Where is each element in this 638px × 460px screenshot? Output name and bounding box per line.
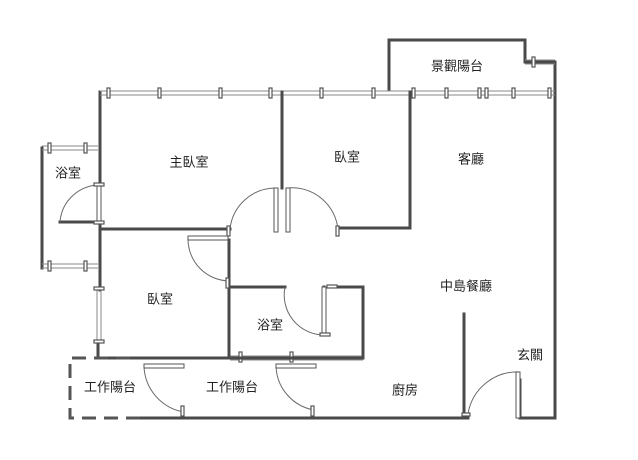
label-service-balcony-left: 工作陽台 xyxy=(84,381,136,396)
label-master-bedroom: 主臥室 xyxy=(169,155,208,171)
label-service-balcony-center: 工作陽台 xyxy=(206,381,258,396)
exterior-walls xyxy=(40,38,557,420)
label-island-dining: 中島餐廳 xyxy=(440,279,492,295)
window-ticks xyxy=(47,56,552,363)
label-bedroom-left: 臥室 xyxy=(147,292,173,308)
room-labels: 景觀陽台 主臥室 臥室 客廳 浴室 中島餐廳 臥室 浴室 玄關 工作陽台 工作陽… xyxy=(55,60,543,399)
label-bedroom-top: 臥室 xyxy=(334,150,360,166)
windows xyxy=(42,59,555,361)
label-kitchen: 廚房 xyxy=(392,383,418,399)
label-view-balcony: 景觀陽台 xyxy=(431,60,483,75)
label-bathroom-center: 浴室 xyxy=(257,318,283,334)
label-living-room: 客廳 xyxy=(458,152,484,168)
doors xyxy=(59,182,521,419)
label-entrance: 玄關 xyxy=(517,349,543,364)
label-bathroom-left: 浴室 xyxy=(55,166,81,182)
interior-walls xyxy=(58,90,522,420)
service-balcony-outline xyxy=(68,356,140,420)
